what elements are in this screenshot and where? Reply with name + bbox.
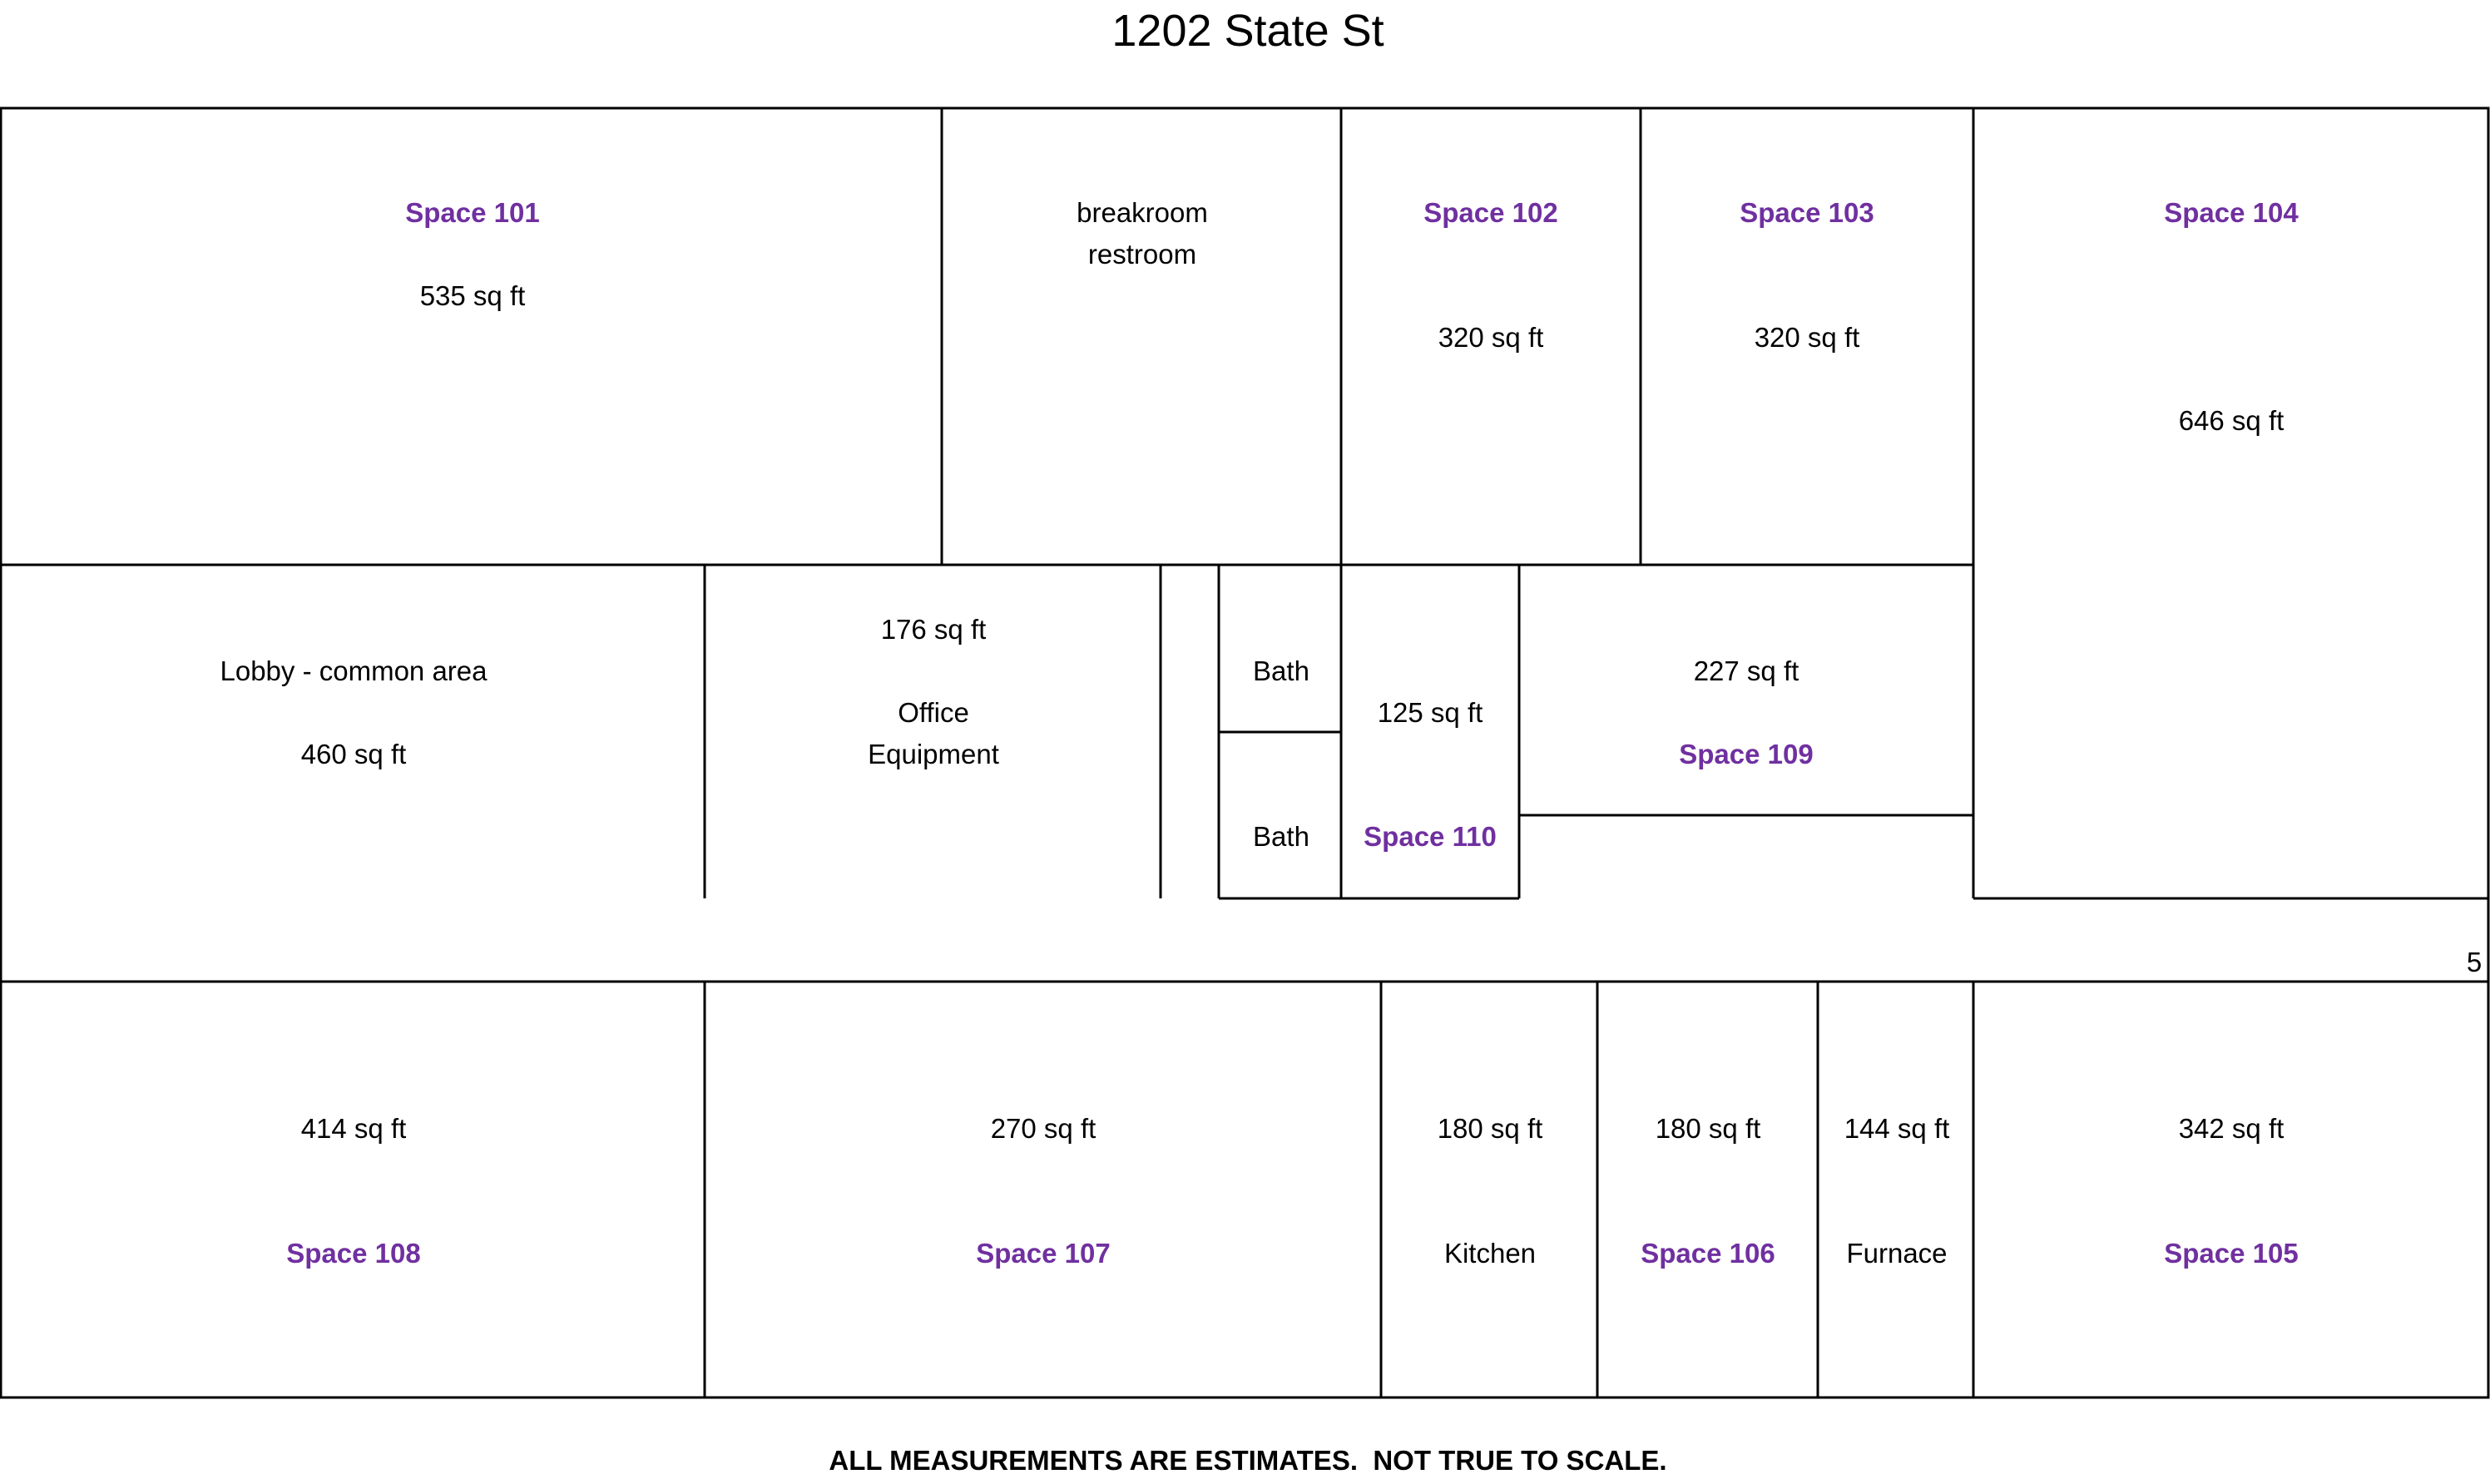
space-108-area: 414 sq ft (301, 1113, 407, 1144)
room-space-108: 414 sq ft Space 108 (286, 1113, 420, 1269)
space-109-area: 227 sq ft (1694, 655, 1799, 686)
room-space-105: 342 sq ft Space 105 (2164, 1113, 2298, 1269)
room-space-110: 125 sq ft Space 110 (1364, 697, 1497, 852)
equipment-label: Equipment (868, 739, 999, 769)
plan-title: 1202 State St (1111, 6, 1384, 56)
restroom-label: restroom (1088, 239, 1196, 270)
space-109-name: Space 109 (1679, 739, 1813, 769)
office-equipment-area: 176 sq ft (881, 614, 987, 645)
space-104-area: 646 sq ft (2179, 405, 2285, 436)
room-space-102: Space 102 320 sq ft (1423, 197, 1557, 353)
outer-wall (0, 106, 2490, 1399)
room-kitchen: 180 sq ft Kitchen (1438, 1113, 1543, 1269)
lobby-area: 460 sq ft (301, 739, 407, 769)
space-107-area: 270 sq ft (991, 1113, 1096, 1144)
furnace-area: 144 sq ft (1844, 1113, 1950, 1144)
space-110-area: 125 sq ft (1378, 697, 1483, 728)
room-office-equipment: 176 sq ft Office Equipment (868, 614, 999, 769)
space-104-name: Space 104 (2164, 197, 2299, 228)
space-103-area: 320 sq ft (1755, 322, 1860, 353)
room-space-103: Space 103 320 sq ft (1740, 197, 1874, 353)
disclaimer-note: ALL MEASUREMENTS ARE ESTIMATES. NOT TRUE… (829, 1445, 1666, 1476)
space-101-area: 535 sq ft (420, 280, 526, 311)
space-107-name: Space 107 (976, 1238, 1110, 1269)
room-space-104: Space 104 646 sq ft (2164, 197, 2299, 436)
space-101-name: Space 101 (405, 197, 539, 228)
room-furnace: 144 sq ft Furnace (1844, 1113, 1950, 1269)
bath-lower-label: Bath (1253, 821, 1309, 852)
space-106-area: 180 sq ft (1656, 1113, 1761, 1144)
office-label: Office (898, 697, 969, 728)
space-108-name: Space 108 (286, 1238, 420, 1269)
space-105-area: 342 sq ft (2179, 1113, 2285, 1144)
walls (0, 106, 2490, 1399)
room-space-109: 227 sq ft Space 109 (1679, 655, 1813, 769)
room-breakroom: breakroom restroom (1077, 197, 1208, 270)
kitchen-name: Kitchen (1444, 1238, 1536, 1269)
space-110-name: Space 110 (1364, 821, 1497, 852)
space-102-area: 320 sq ft (1438, 322, 1544, 353)
breakroom-label: breakroom (1077, 197, 1208, 228)
room-space-107: 270 sq ft Space 107 (976, 1113, 1110, 1269)
room-labels: Space 101 535 sq ft breakroom restroom S… (220, 197, 2483, 1269)
space-106-name: Space 106 (1641, 1238, 1775, 1269)
room-space-101: Space 101 535 sq ft (405, 197, 539, 311)
bath-upper-label: Bath (1253, 655, 1309, 686)
space-105-name: Space 105 (2164, 1238, 2298, 1269)
space-102-name: Space 102 (1423, 197, 1557, 228)
space-103-name: Space 103 (1740, 197, 1874, 228)
lobby-name: Lobby - common area (220, 655, 488, 686)
hallway-marker: 5 (2467, 947, 2482, 977)
room-lobby: Lobby - common area 460 sq ft (220, 655, 488, 769)
room-space-106: 180 sq ft Space 106 (1641, 1113, 1775, 1269)
kitchen-area: 180 sq ft (1438, 1113, 1543, 1144)
furnace-name: Furnace (1846, 1238, 1947, 1269)
